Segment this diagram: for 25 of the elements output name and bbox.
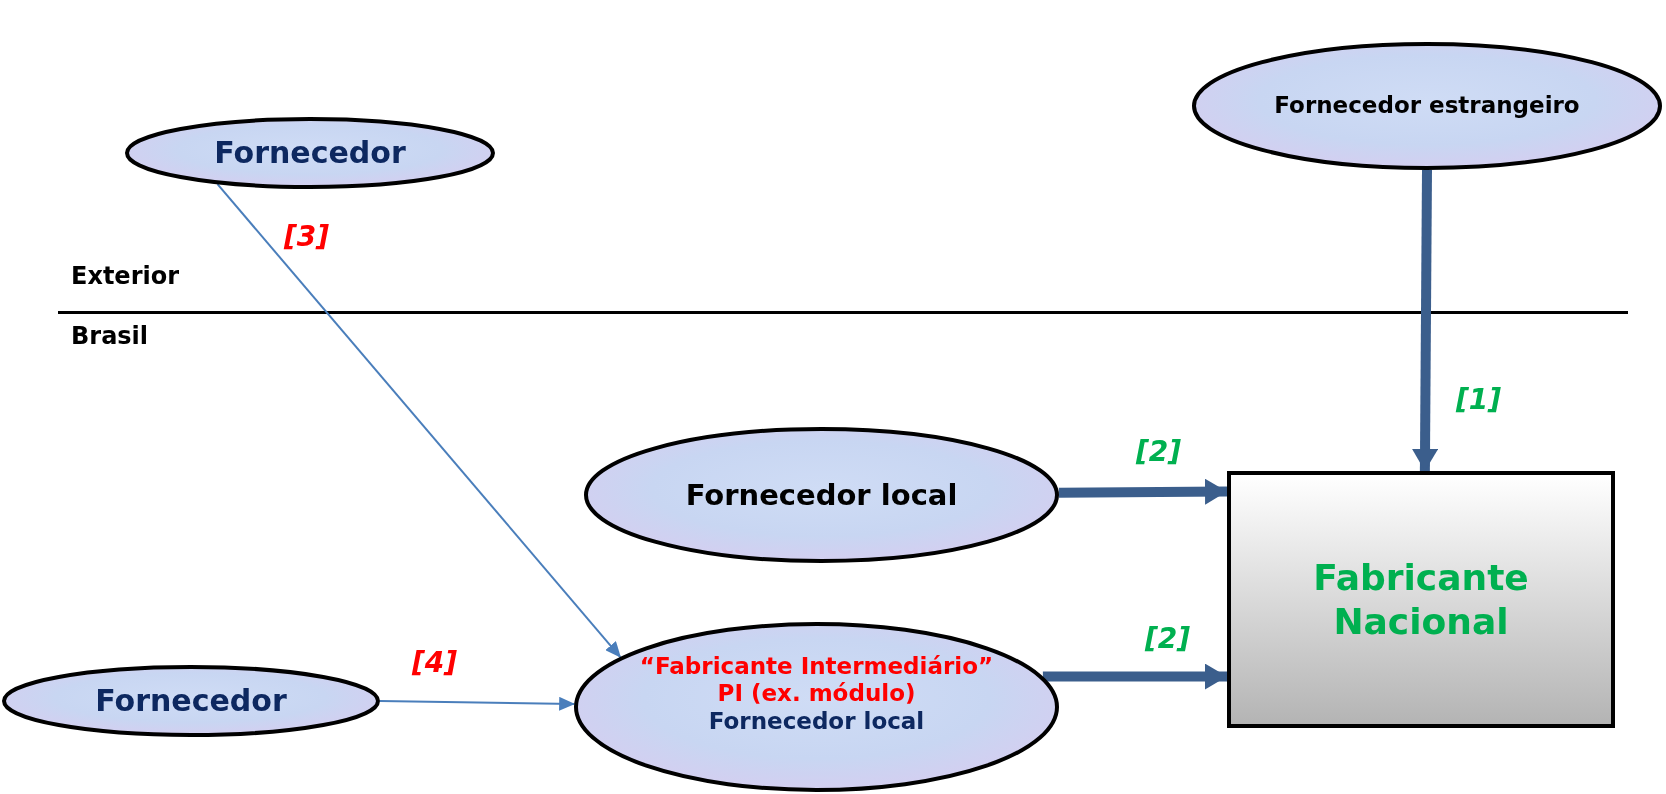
ellipse-node xyxy=(125,117,495,189)
region-label: Brasil xyxy=(71,322,149,350)
ellipse-node xyxy=(1192,42,1662,170)
arrow xyxy=(1042,663,1227,690)
node-label: Fornecedor xyxy=(214,135,406,171)
node-label: Fornecedor local xyxy=(685,477,958,513)
process-box xyxy=(1227,471,1615,728)
edge-label: [2] xyxy=(1143,624,1193,655)
node-label: Fornecedor estrangeiro xyxy=(1274,92,1580,120)
ellipse-node xyxy=(2,665,380,737)
edge-label: [4] xyxy=(410,648,460,679)
ellipse-node xyxy=(574,622,1059,792)
region-label: Exterior xyxy=(71,262,179,290)
arrow xyxy=(1058,478,1228,505)
edge-label: [2] xyxy=(1134,437,1184,468)
edge-label: [3] xyxy=(282,222,332,253)
node-label: Fornecedor xyxy=(95,683,287,719)
node-label: “Fabricante Intermediário” PI (ex. módulo) xyxy=(638,652,995,708)
arrow xyxy=(379,696,576,711)
edge-label: [1] xyxy=(1454,385,1504,416)
node-label: Fornecedor local xyxy=(708,707,925,736)
arrow xyxy=(1412,169,1439,472)
ellipse-node xyxy=(584,427,1059,563)
arrow xyxy=(216,183,622,659)
node-label: Fabricante Nacional xyxy=(1312,556,1530,643)
